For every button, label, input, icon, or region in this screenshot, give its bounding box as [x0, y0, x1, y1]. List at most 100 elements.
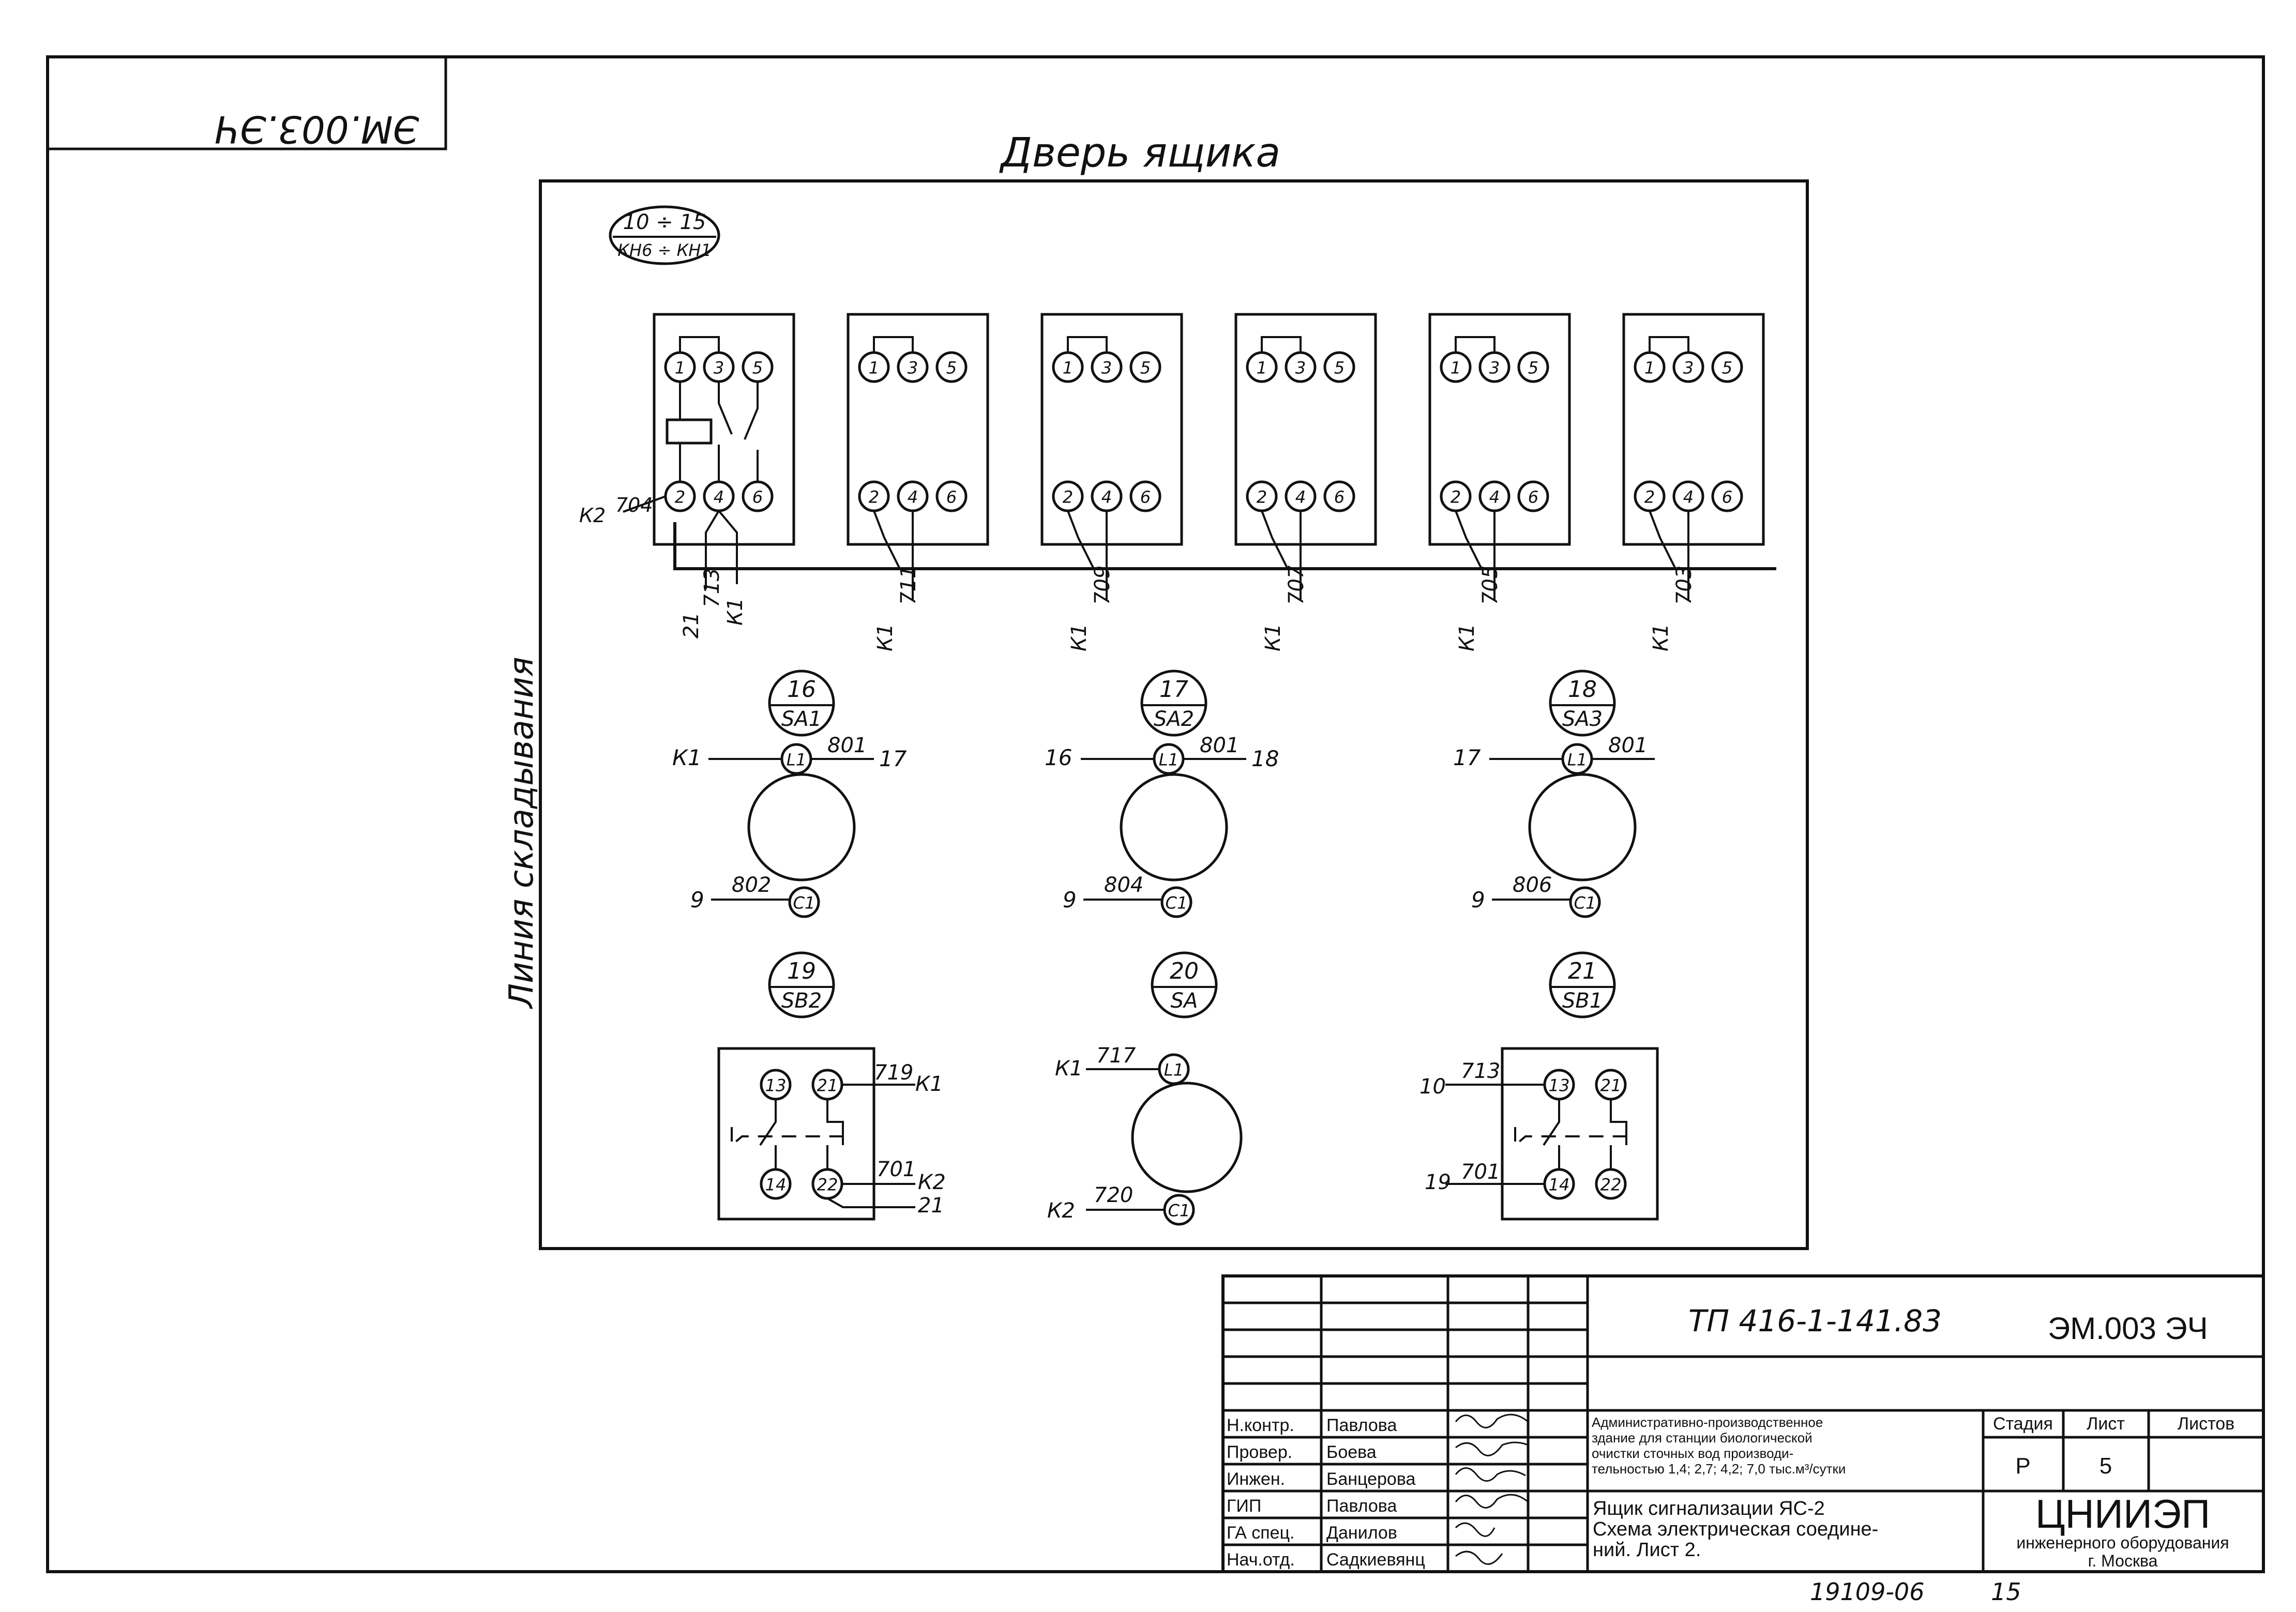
relay-group-tag-top: 10 ÷ 15 [623, 210, 706, 234]
tb-description-line: здание для станции биологической [1592, 1430, 1812, 1446]
lamp-wire-bottom: 802 [732, 873, 771, 897]
tb-description-line: очистки сточных вод производи- [1592, 1446, 1793, 1461]
relay-terminal-bottom: 6 [946, 488, 957, 507]
lamp-left-bottom: 9 [690, 887, 704, 913]
relay-wire-label: 709 [1091, 566, 1114, 605]
relay-terminal-top: 3 [1683, 358, 1694, 378]
tb-name: Садкиевянц [1326, 1550, 1425, 1570]
relay-terminal-top: 1 [1257, 358, 1267, 378]
relay-terminal-bottom: 6 [752, 488, 763, 507]
relay-terminal-top: 5 [946, 358, 957, 378]
lamp-wire-top: 801 [827, 734, 867, 757]
bottom-note: 19109-06 [1810, 1578, 1924, 1606]
horn-left-bottom: К2 [1047, 1199, 1075, 1223]
tb-sheet-title-line: Ящик сигнализации ЯС-2 [1593, 1498, 1825, 1519]
tb-name: Данилов [1326, 1523, 1397, 1543]
stamp-mirrored: ЭМ.003.ЭЧ [215, 108, 419, 151]
org-line2: г. Москва [2088, 1552, 2158, 1570]
relay-body [1622, 313, 1765, 546]
lamp-body [1120, 773, 1228, 881]
lamp-tag-circle [1140, 670, 1207, 737]
horn-body [1131, 1082, 1243, 1193]
button-tag-top: 21 [1568, 958, 1597, 984]
tb-name: Банцерова [1326, 1469, 1415, 1489]
lamp-left-top: 17 [1453, 745, 1481, 770]
document-code: ЭМ.003 ЭЧ [2048, 1311, 2208, 1346]
bottom-page: 15 [1991, 1578, 2021, 1606]
relay-terminal-top-circle [1285, 351, 1317, 383]
lamp-tag-top: 18 [1568, 676, 1597, 703]
relay-terminal-top: 3 [908, 358, 918, 378]
relay-terminal-top: 1 [1644, 358, 1655, 378]
relay-wire-label: 703 [1672, 566, 1696, 605]
relay-body [653, 313, 795, 546]
button-wire-end: К1 [915, 1072, 943, 1096]
relay-wire-label: 21 [679, 612, 703, 638]
tb-name: Павлова [1326, 1496, 1397, 1516]
relay-wire-label: 713 [700, 568, 724, 607]
lamp-wire-bottom: 804 [1104, 873, 1143, 897]
horn-tag-top: 20 [1170, 958, 1199, 984]
relay-terminal-top-circle [1052, 351, 1084, 383]
relay-terminal-bottom: 4 [1489, 488, 1500, 507]
relay-terminal-bottom-circle [1517, 480, 1549, 512]
button-wire: 719 [874, 1061, 913, 1085]
tb-role: Нач.отд. [1227, 1550, 1295, 1570]
relay-terminal-bottom: 2 [1451, 488, 1461, 507]
relay-terminal-top-circle [1246, 351, 1278, 383]
relay-terminal-top-circle [1711, 351, 1743, 383]
relay-terminal-bottom-circle [935, 480, 968, 512]
title-block-text: ТП 416-1-141.83 ЭМ.003 ЭЧ Стадия Лист Ли… [1688, 1303, 2234, 1570]
relay-body [1234, 313, 1377, 546]
relay-terminal-top: 5 [752, 358, 763, 378]
relay-terminal-bottom: 6 [1140, 488, 1151, 507]
relay-group-tag-bottom: КН6 ÷ КН1 [617, 240, 711, 260]
button-terminal: 21 [1600, 1076, 1622, 1096]
relay-wire-label: К1 [1261, 623, 1285, 651]
button-wire-end: 21 [918, 1194, 944, 1218]
relay-terminal-top: 3 [1101, 358, 1112, 378]
tb-role: ГА спец. [1227, 1523, 1295, 1543]
button-tag-top: 19 [787, 958, 816, 984]
lamp-left-bottom: 9 [1063, 887, 1077, 913]
relay-terminal-bottom-circle [1711, 480, 1743, 512]
button-left-bottom: 19 [1425, 1170, 1451, 1194]
relay-terminal-bottom: 2 [1063, 488, 1073, 507]
relay-terminal-bottom: 4 [908, 488, 918, 507]
button-terminal: 14 [1549, 1175, 1570, 1195]
relay-terminal-top-circle [1323, 351, 1355, 383]
relay-terminal-top: 3 [714, 358, 724, 378]
relay-wire-label: К1 [1455, 623, 1479, 651]
lamp-terminal-c1-circle [1160, 886, 1192, 918]
relay-body [847, 313, 989, 546]
org-short: ЦНИИЭП [2035, 1491, 2210, 1537]
relay-body [1040, 313, 1183, 546]
lamp-left-bottom: 9 [1471, 887, 1485, 913]
button-terminal: 21 [817, 1076, 838, 1096]
relay-terminal-top-circle [1672, 351, 1704, 383]
horn-wire-bottom: 720 [1094, 1183, 1133, 1207]
lamp-tag-top: 17 [1159, 676, 1188, 703]
relay-terminal-bottom-circle [1323, 480, 1355, 512]
lamp-tag-bottom: SA2 [1154, 707, 1194, 731]
tb-sheet-title-line: ний. Лист 2. [1593, 1539, 1701, 1561]
button-terminal: 22 [817, 1175, 838, 1195]
button-terminal: 13 [1549, 1076, 1570, 1096]
relay-terminal-bottom: 6 [1722, 488, 1732, 507]
button-wire: 701 [877, 1158, 916, 1181]
tb-description-line: Административно-производственное [1592, 1415, 1823, 1430]
signatures [1455, 1413, 1529, 1565]
title-block-roles: Н.контр.ПавловаПровер.БоеваИнжен.Банцеро… [1227, 1416, 1425, 1570]
horn-terminal-l1: L1 [1164, 1060, 1184, 1080]
relay-terminal-top: 1 [1063, 358, 1073, 378]
lamp-wire-top: 801 [1608, 734, 1648, 757]
relay-wire-label: 711 [897, 566, 920, 605]
relay-body [1428, 313, 1571, 546]
lamp-terminal-l1: L1 [787, 750, 806, 770]
